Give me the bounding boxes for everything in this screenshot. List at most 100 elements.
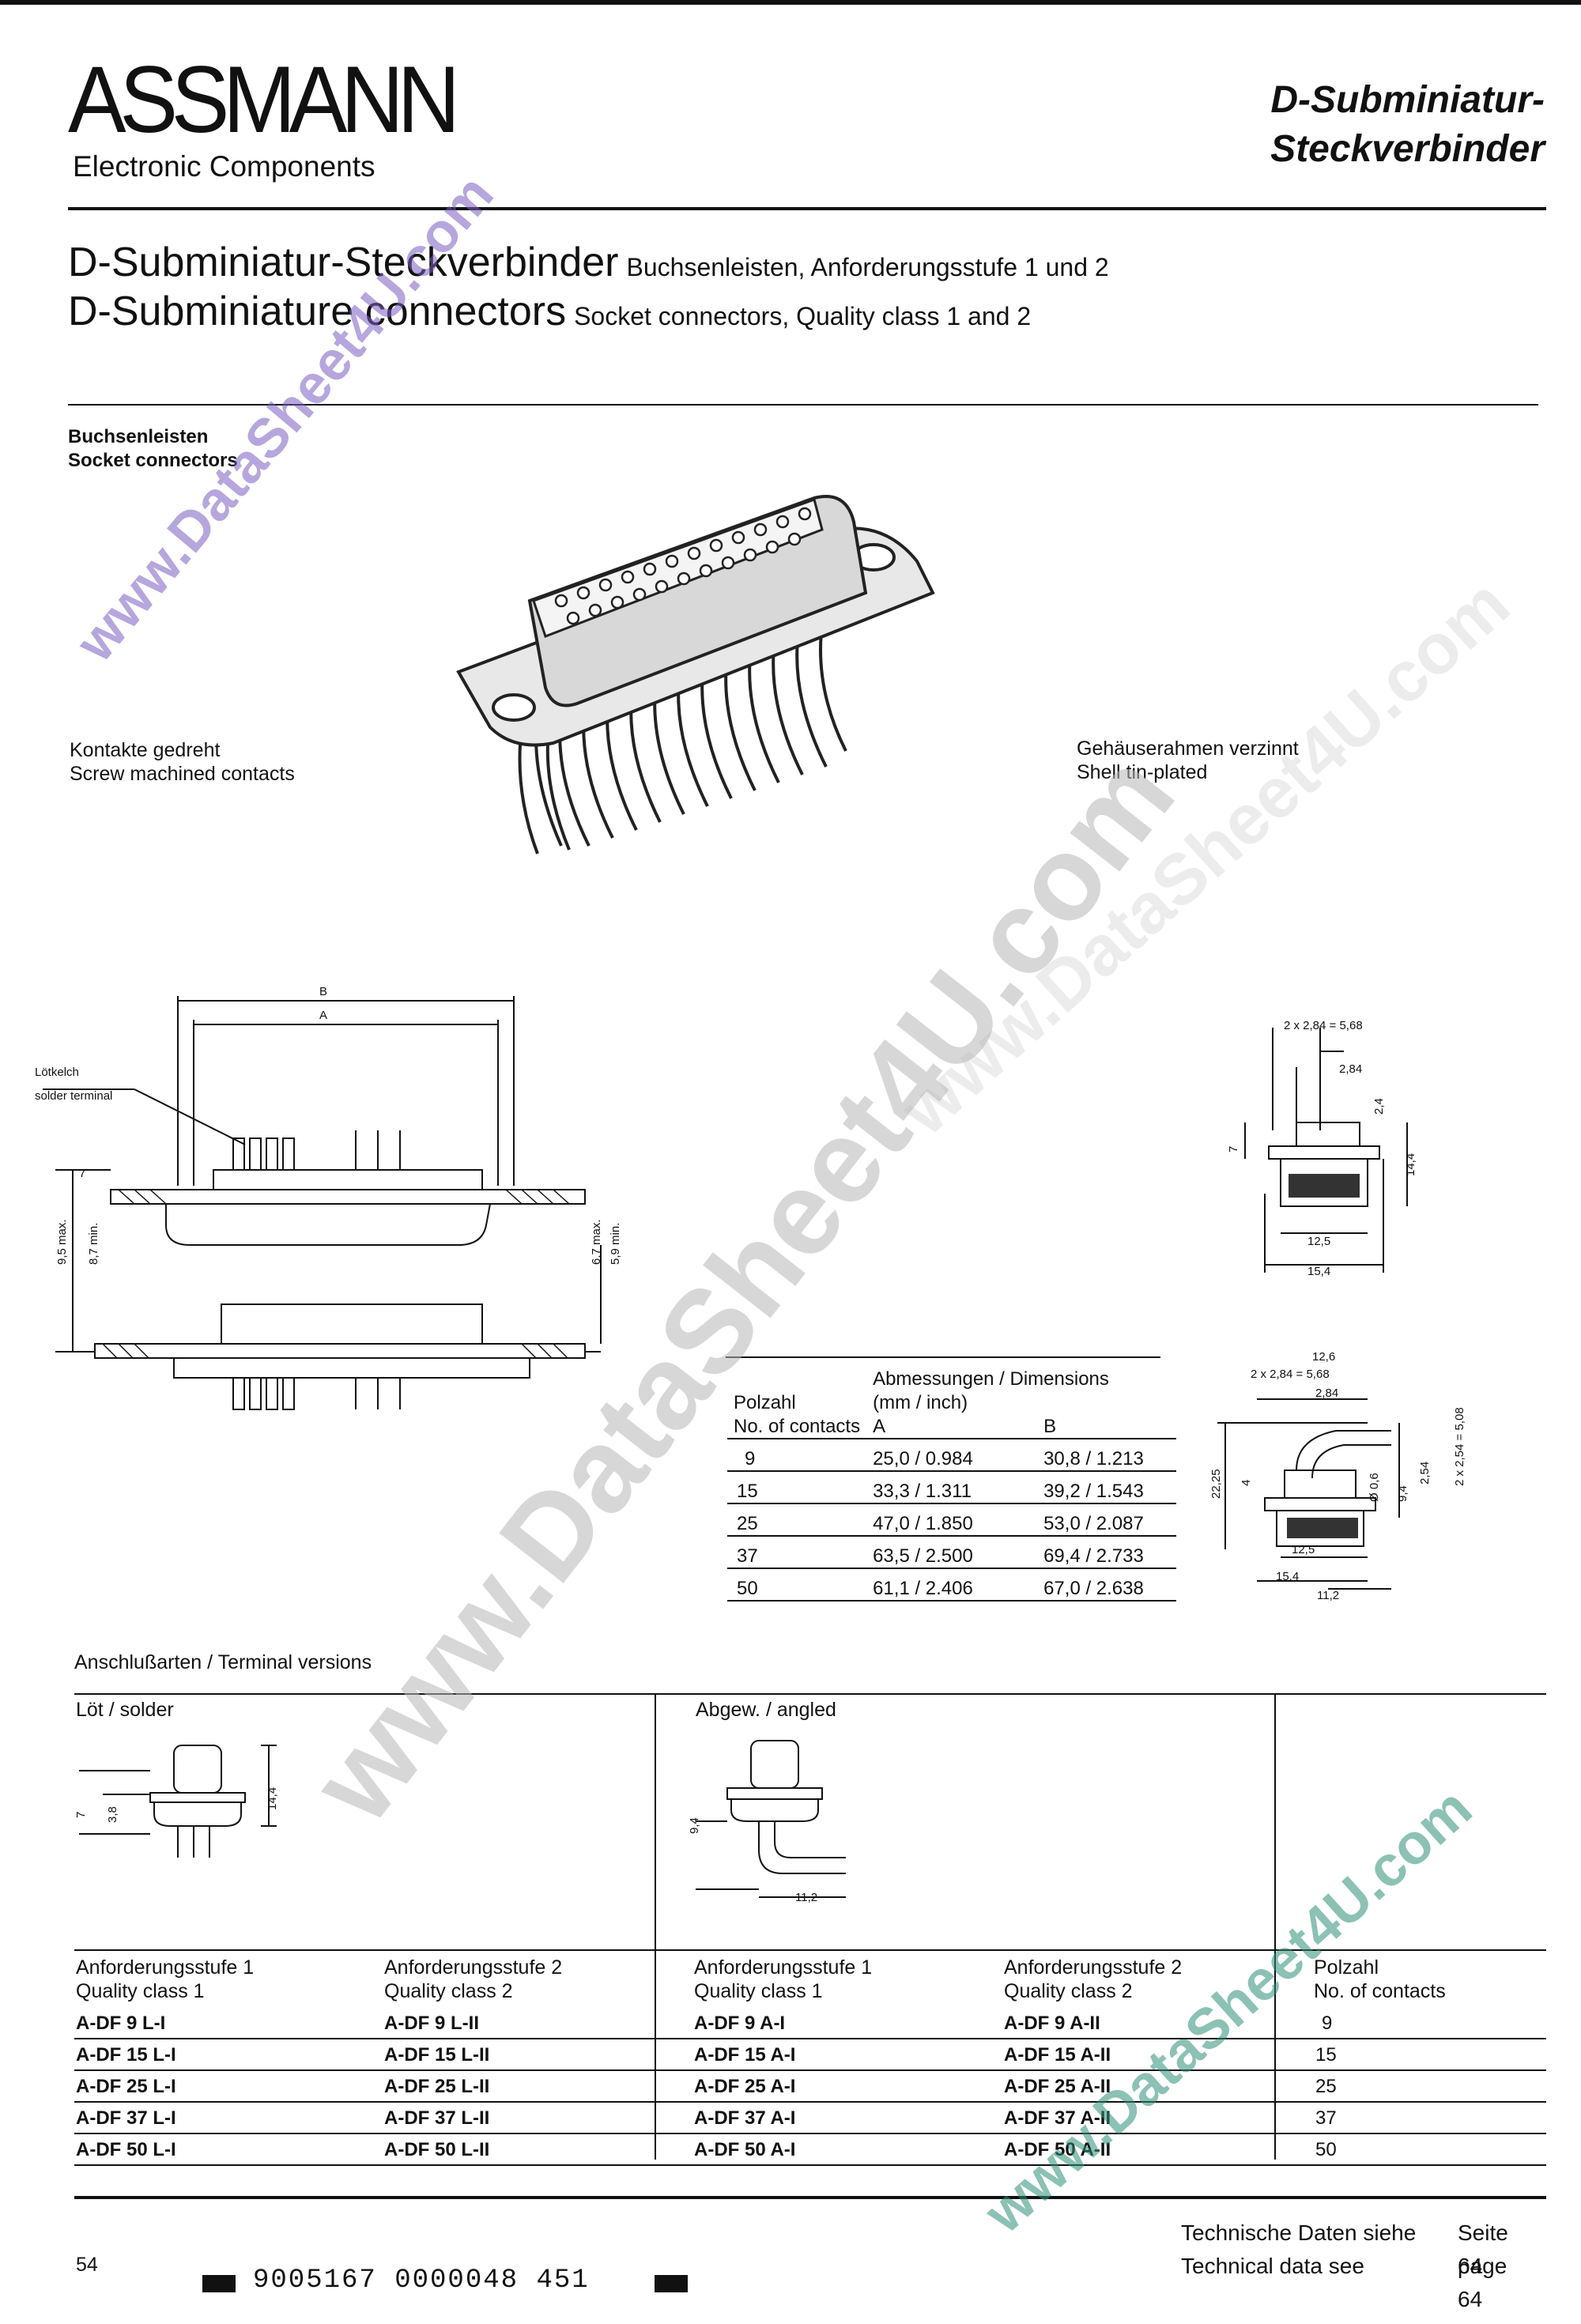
angled-dim-12-6: 12,6 — [1312, 1350, 1336, 1364]
order-head-col1-en: Quality class 1 — [76, 1980, 205, 2002]
terminal-versions-title: Anschlußarten / Terminal versions — [74, 1651, 372, 1673]
front-dim-15-4: 15,4 — [1307, 1265, 1331, 1278]
order-cell-c2: A-DF 15 L-II — [384, 2044, 490, 2066]
brand-subtitle: Electronic Components — [73, 150, 375, 183]
order-cell-c3: A-DF 15 A-I — [694, 2044, 796, 2066]
order-cell-c2: A-DF 50 L-II — [384, 2139, 490, 2160]
angled-dim-12-5: 12,5 — [1292, 1543, 1315, 1556]
angled-dim-2-54: 2,54 — [1418, 1461, 1432, 1485]
order-cell-contacts: 15 — [1315, 2044, 1337, 2066]
order-cell-c3: A-DF 25 A-I — [694, 2076, 796, 2097]
order-cell-c2: A-DF 9 L-II — [384, 2013, 479, 2034]
section-label: Buchsenleisten Socket connectors — [68, 425, 238, 473]
angled-dim-11-2: 11,2 — [1317, 1589, 1340, 1602]
section-label-en: Socket connectors — [68, 450, 238, 471]
order-head-col5-en: No. of contacts — [1314, 1980, 1446, 2002]
shell-note-en: Shell tin-plated — [1077, 761, 1208, 783]
order-head-col4-en: Quality class 2 — [1004, 1980, 1133, 2002]
footer-rule — [74, 2196, 1546, 2199]
order-cell-c2: A-DF 25 L-II — [384, 2076, 490, 2097]
dim-row-contacts: 50 — [727, 1568, 867, 1602]
order-head-col2-de: Anforderungsstufe 2 — [384, 1956, 563, 1979]
title-en-main: D-Subminiature connectors — [68, 289, 567, 334]
order-cell-c1: A-DF 15 L-I — [76, 2044, 176, 2066]
terminal-solder-label: Löt / solder — [76, 1699, 174, 1721]
dim-row-contacts: 25 — [727, 1503, 867, 1537]
dim-5-9-min: 5,9 min. — [609, 1222, 622, 1265]
angled-dim-4: 4 — [1240, 1479, 1253, 1486]
angled-terminal-dim-11-2: 11,2 — [795, 1891, 818, 1904]
order-cell-c1: A-DF 37 L-I — [76, 2107, 176, 2129]
angled-terminal-drawing — [696, 1740, 846, 1898]
connector-image — [456, 495, 935, 855]
header-title: D-Subminiatur- Steckverbinder — [1270, 76, 1545, 174]
order-cell-c2: A-DF 37 L-II — [384, 2107, 490, 2129]
dim-row-a: 25,0 / 0.984 — [866, 1439, 1038, 1472]
solder-dim-3-8: 3,8 — [106, 1806, 119, 1823]
angled-dim-2x284: 2 x 2,84 = 5,68 — [1251, 1368, 1330, 1381]
order-cell-c1: A-DF 25 L-I — [76, 2076, 176, 2097]
page-number: 54 — [76, 2254, 98, 2276]
terminal-angled-label: Abgew. / angled — [696, 1699, 836, 1721]
solder-terminal-en: solder terminal — [35, 1089, 113, 1103]
order-cell-c3: A-DF 37 A-I — [694, 2107, 796, 2129]
tech-ref-en-page: page 64 — [1458, 2254, 1507, 2311]
connector-shell — [527, 495, 868, 707]
tech-ref-en: Technical data see — [1181, 2254, 1364, 2278]
angled-dim-284: 2,84 — [1315, 1386, 1339, 1400]
dim-row-contacts: 37 — [727, 1536, 867, 1569]
dim-row-contacts: 15 — [727, 1471, 867, 1504]
front-dim-2x284: 2 x 2,84 = 5,68 — [1284, 1019, 1363, 1032]
dim-head-unit: (mm / inch) — [873, 1392, 968, 1413]
dim-row-a: 61,1 / 2.406 — [866, 1568, 1038, 1602]
side-view-drawing — [43, 996, 602, 1410]
dim-8-7-min: 8,7 min. — [87, 1222, 100, 1265]
barcode-mark-left — [202, 2275, 236, 2292]
dim-row-a: 33,3 / 1.311 — [866, 1471, 1038, 1504]
angled-dim-0-6: Ø 0,6 — [1368, 1473, 1381, 1502]
dim-label-a: A — [319, 1009, 328, 1022]
order-cell-c3: A-DF 9 A-I — [694, 2013, 786, 2034]
dim-head-title: Abmessungen / Dimensions — [873, 1368, 1109, 1390]
header-title-line2: Steckverbinder — [1270, 128, 1545, 170]
dimensions-table: Abmessungen / Dimensions Polzahl(mm / in… — [727, 1360, 1177, 1602]
shell-note: Gehäuserahmen verzinnt Shell tin-plated — [1077, 737, 1299, 784]
order-head-col1-de: Anforderungsstufe 1 — [76, 1956, 255, 1979]
order-head-col4-de: Anforderungsstufe 2 — [1004, 1956, 1183, 1979]
front-dim-12-5: 12,5 — [1307, 1235, 1331, 1248]
order-head-col3-de: Anforderungsstufe 1 — [694, 1956, 873, 1979]
solder-terminal-drawing — [79, 1745, 277, 1858]
order-cell-contacts: 50 — [1315, 2139, 1337, 2160]
angled-dim-15-4: 15,4 — [1276, 1570, 1300, 1583]
dim-row-contacts: 9 — [727, 1439, 867, 1472]
title-de-main: D-Subminiatur-Steckverbinder — [68, 240, 619, 285]
dim-table-top-rule — [726, 1356, 1160, 1358]
top-border — [0, 0, 1581, 5]
front-dim-284: 2,84 — [1339, 1062, 1363, 1076]
order-cell-contacts: 25 — [1315, 2076, 1337, 2097]
order-cell-c1: A-DF 9 L-I — [76, 2013, 166, 2034]
contacts-note-en: Screw machined contacts — [70, 763, 295, 785]
contact-holes — [554, 507, 812, 625]
title-en-sub: Socket connectors, Quality class 1 and 2 — [574, 302, 1032, 330]
dim-row-b: 30,8 / 1.213 — [1037, 1439, 1177, 1472]
dim-head-no-contacts: No. of contacts — [727, 1414, 867, 1439]
dim-row-a: 63,5 / 2.500 — [866, 1536, 1038, 1569]
barcode-number: 9005167 0000048 451 — [253, 2266, 590, 2296]
solder-terminal-de: Lötkelch — [35, 1066, 79, 1079]
dim-head-b: B — [1037, 1414, 1177, 1439]
shell-note-de: Gehäuserahmen verzinnt — [1077, 738, 1299, 760]
barcode-mark-right — [655, 2275, 688, 2292]
brand-logo: ASSMANN — [68, 47, 460, 153]
contacts-note-de: Kontakte gedreht — [70, 739, 221, 761]
